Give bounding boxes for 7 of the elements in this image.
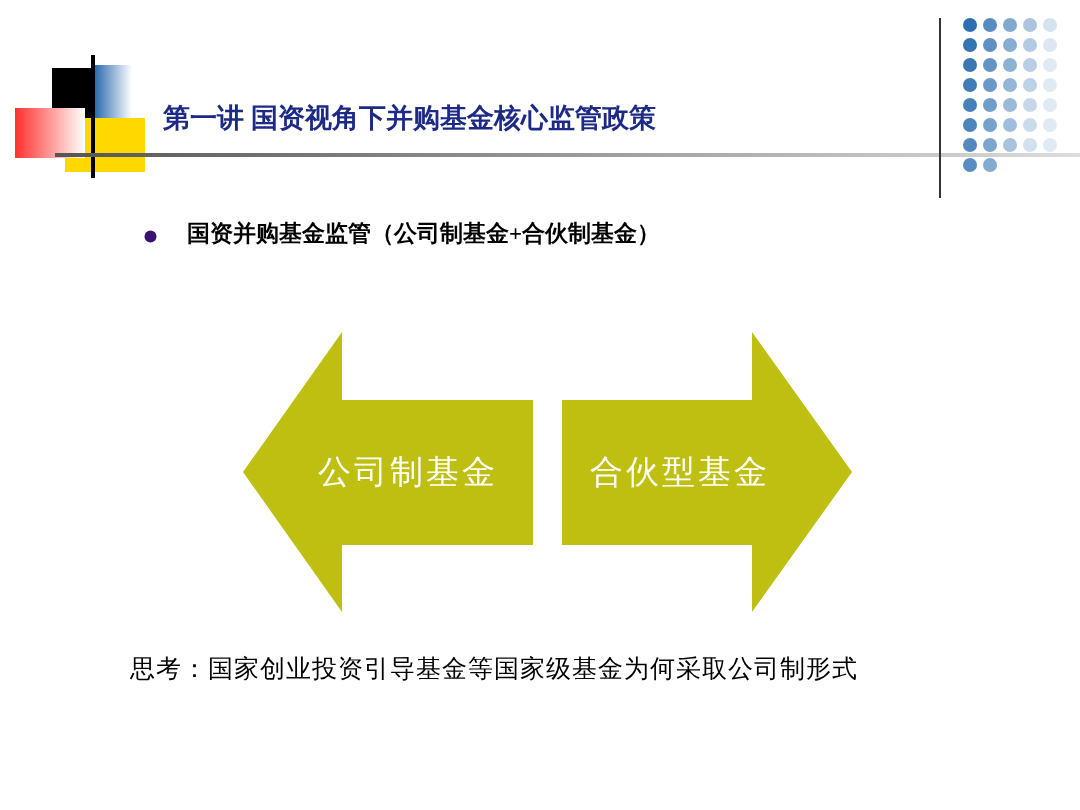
bullet-text: 国资并购基金监管（公司制基金+合伙制基金） <box>187 220 661 248</box>
slide-title: 第一讲 国资视角下并购基金核心监管政策 <box>163 102 656 135</box>
question-text: 思考：国家创业投资引导基金等国家级基金为何采取公司制形式 <box>130 654 858 684</box>
arrow-label: 合伙型基金 <box>590 452 770 492</box>
left-arrow-shape <box>243 332 533 612</box>
right-arrow-shape <box>562 332 852 612</box>
arrow-label: 公司制基金 <box>318 452 498 492</box>
